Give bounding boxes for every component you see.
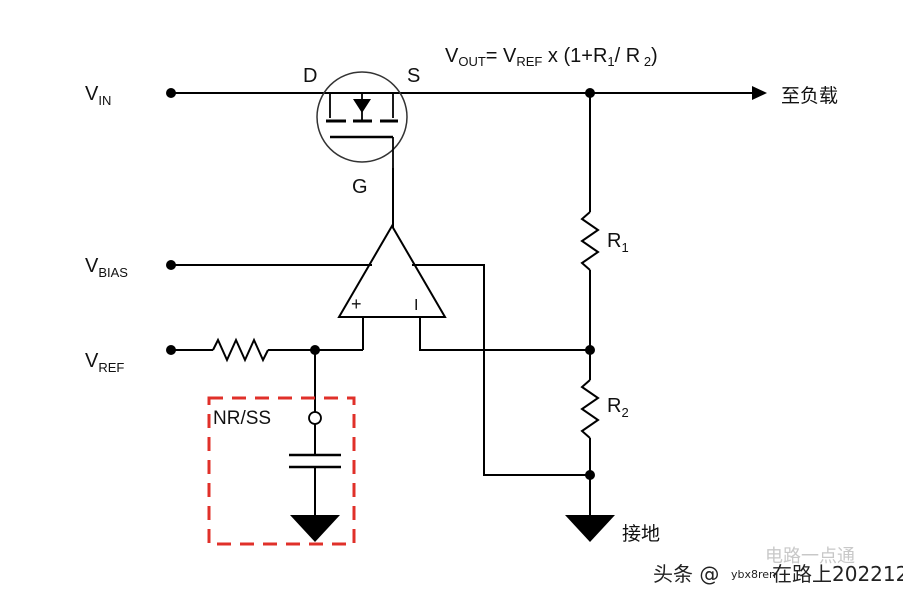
ground-icon: [565, 515, 615, 542]
drain-label: D: [303, 65, 317, 87]
mosfet-body: [316, 71, 408, 163]
vref-resistor: [212, 337, 269, 363]
minus-input-wire: [419, 317, 590, 351]
r2-label: R2: [607, 395, 629, 420]
ground-node: [585, 470, 595, 480]
vbias-label: VBIAS: [85, 255, 128, 280]
r2-resistor: [580, 379, 600, 439]
watermark-handle: ybx8ren: [731, 568, 776, 581]
watermark-prefix: 头条 @: [653, 562, 719, 586]
error-amplifier: [337, 224, 447, 318]
opamp-minus-label: I: [414, 297, 418, 314]
vin-label: VIN: [85, 83, 111, 108]
to-load-label: 至负载: [781, 85, 838, 107]
feedback-wire: [412, 264, 590, 476]
mosfet: [316, 71, 408, 168]
watermark-overlay: 电路一点通: [765, 546, 855, 567]
opamp-plus-label: +: [351, 294, 362, 314]
nrss-label: NR/SS: [213, 408, 271, 429]
r1-resistor: [580, 211, 600, 271]
source-label: S: [407, 65, 420, 87]
nrss-pin-icon: [308, 411, 322, 425]
vref-label: VREF: [85, 350, 124, 375]
nrss-dashed-box: [207, 396, 356, 546]
r1-label: R1: [607, 230, 629, 255]
cap-ground-icon: [290, 515, 340, 542]
ground-label: 接地: [622, 523, 660, 545]
gate-label: G: [352, 176, 368, 198]
watermark: 电路一点通 头条 @ ybx8ren 在路上202212: [653, 546, 903, 586]
watermark-rest: 在路上202212: [772, 562, 903, 586]
to-load-arrow-icon: [752, 86, 767, 100]
mosfet-arrow-icon: [353, 99, 371, 113]
output-formula: VOUT= VREF x (1+R1/ R 2): [445, 45, 658, 69]
feedback-node: [585, 345, 595, 355]
